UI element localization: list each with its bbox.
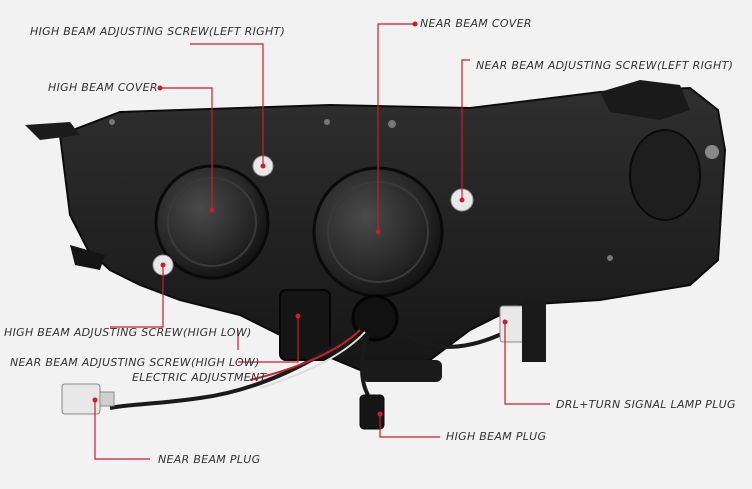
mount-bracket-left (25, 122, 80, 140)
leader-dot (295, 313, 301, 319)
leader-dot (209, 207, 215, 213)
leader-high-beam-lr (190, 43, 264, 166)
mount-foot-left (70, 245, 105, 270)
leader-drl (504, 322, 550, 405)
leader-dot (412, 21, 418, 27)
label-near-beam-adjusting-screw-hl: NEAR BEAM ADJUSTING SCREW(HIGH LOW) (10, 356, 260, 369)
leader-near-beam-lr (461, 59, 470, 200)
label-drl-turn-signal-plug: DRL+TURN SIGNAL LAMP PLUG (556, 398, 736, 411)
high-beam-plug (359, 394, 385, 430)
turn-signal-socket (629, 129, 701, 221)
housing-bolt (109, 119, 115, 125)
electric-wire-white (259, 331, 366, 389)
label-high-beam-cover: HIGH BEAM COVER (48, 81, 158, 94)
label-high-beam-adjusting-screw-lr: HIGH BEAM ADJUSTING SCREW(LEFT RIGHT) (30, 25, 286, 38)
leader-dot (160, 262, 166, 268)
leader-dot (157, 85, 163, 91)
electric-wire-red (249, 329, 361, 381)
high-beam-wire (360, 334, 370, 396)
label-near-beam-adjusting-screw-lr: NEAR BEAM ADJUSTING SCREW(LEFT RIGHT) (476, 59, 734, 72)
mount-socket-right (600, 80, 690, 120)
adjuster-gear (362, 360, 442, 382)
leader-lines (94, 23, 550, 460)
label-near-beam-cover: NEAR BEAM COVER (420, 17, 532, 30)
leader-high-beam-hl (110, 265, 164, 328)
leader-dot (260, 163, 266, 169)
label-electric-adjustment: ELECTRIC ADJUSTMENT (132, 371, 267, 384)
high-beam-socket (351, 294, 399, 342)
electric-adjustment-motor (279, 289, 331, 361)
housing-bolt (607, 255, 613, 261)
leader-dot (459, 197, 465, 203)
leader-dot (502, 319, 508, 325)
label-high-beam-plug: HIGH BEAM PLUG (446, 430, 547, 443)
housing-bolt (705, 145, 719, 159)
drl-wire (398, 328, 511, 349)
label-near-beam-plug: NEAR BEAM PLUG (158, 453, 261, 466)
housing-bolt (388, 120, 396, 128)
leader-near-beam-plug (94, 400, 150, 460)
leader-dot (375, 229, 381, 235)
drl-plug-bracket (522, 300, 546, 362)
leader-dots (92, 21, 508, 417)
leader-dot (92, 397, 98, 403)
housing-bolt (324, 119, 330, 125)
leader-high-beam-plug (379, 414, 440, 438)
leader-near-beam-cover (377, 23, 415, 232)
label-high-beam-adjusting-screw-hl: HIGH BEAM ADJUSTING SCREW(HIGH LOW) (4, 326, 252, 339)
near-beam-plug-lock (99, 391, 115, 407)
leader-high-beam-cover (160, 87, 213, 210)
leader-dot (377, 411, 383, 417)
leader-electric-adjust (238, 316, 299, 363)
near-beam-wire (109, 328, 357, 410)
